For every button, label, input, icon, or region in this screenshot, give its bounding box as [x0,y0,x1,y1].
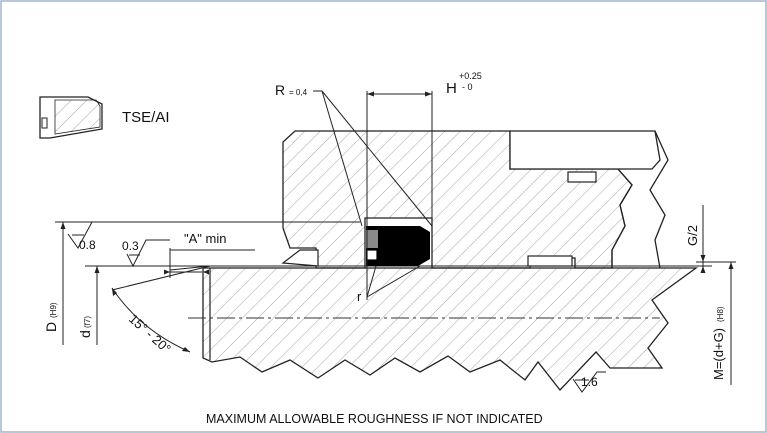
housing-notch [567,171,597,183]
groove-dia-label: M=(d+G) [711,328,726,380]
small-radius-leaders [366,265,421,298]
groove-tol-upper: +0.25 [459,71,482,81]
radius-label: R [275,82,285,98]
seal-profile [366,226,430,266]
roughness-symbol-rod [572,371,606,393]
bore-dia-label: D [43,322,59,332]
housing-upper-block [509,130,661,170]
break-line-right [611,130,669,269]
profile-name-label: TSE/AI [122,109,170,126]
m-arrow [728,262,734,269]
d-rod-arrow [94,266,100,273]
chamfer-angle-label: 15° - 20° [126,311,174,356]
groove-fit-label: (H8) [716,306,725,322]
roughness-bore-value: 0.8 [79,238,96,252]
rod-dia-label: d [77,330,93,338]
rod-fit-label: (f7) [83,316,92,328]
seal-lip [366,230,378,248]
radius-leader-lines [321,90,433,227]
roughness-chamfer-value: 0.3 [122,239,139,253]
chamfer-angle-leg [111,265,211,291]
groove-tol-lower: - 0 [462,82,473,92]
radius-value: = 0,4 [289,88,308,97]
small-radius-label: r [357,289,362,304]
roughness-symbol-bore [67,221,104,249]
chamfer-length-label: "A" min [184,231,226,246]
groove-width-label: H [446,80,457,97]
seal-profile-icon [39,96,103,139]
seal-insert [366,249,378,261]
chamfer-edge [169,265,211,271]
footer-note: MAXIMUM ALLOWABLE ROUGHNESS IF NOT INDIC… [206,412,543,426]
roughness-symbol-chamfer [126,239,170,268]
groove-notch-right [527,255,573,267]
d-bore-arrow [60,222,66,229]
g-arrows [700,255,706,273]
chamfer-angle-arc [111,287,191,353]
h-arrows [367,91,432,97]
groove-notch-left [281,249,319,267]
roughness-rod-value: 1.6 [581,375,598,389]
bore-fit-label: (H9) [49,302,58,318]
gap-label: G/2 [685,225,700,246]
rod-body [202,267,698,391]
